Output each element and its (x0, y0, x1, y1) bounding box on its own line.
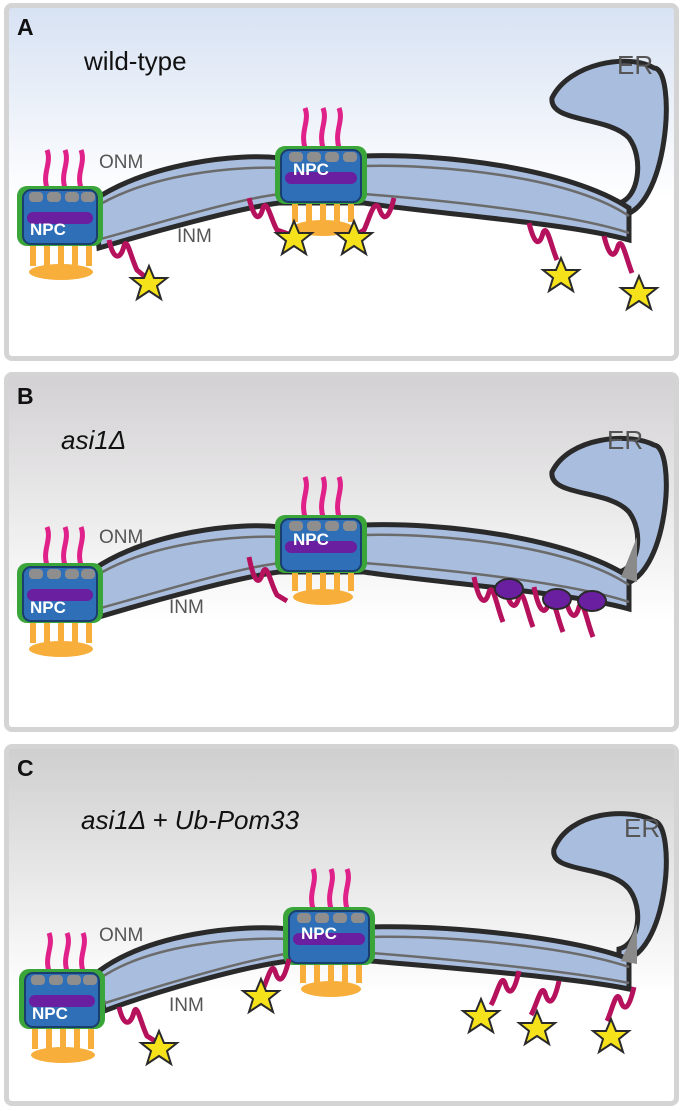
onm-line (98, 935, 630, 981)
er-fold (549, 435, 669, 588)
npc-label-c-left: NPC (32, 1004, 68, 1023)
er-label: ER (624, 813, 661, 843)
ubiquitin-star-5 (618, 273, 660, 312)
panel-b-diagram (17, 435, 669, 657)
aggregate-blob-2 (542, 588, 572, 610)
ubiquitin-star-1 (138, 1028, 180, 1067)
ubiquitin-star-1 (128, 263, 170, 302)
onm-label: ONM (99, 527, 144, 548)
inm-label: INM (169, 597, 204, 618)
aggregate-blob-3 (577, 590, 607, 612)
inm-protein-3 (352, 197, 397, 239)
npc-label-c-mid: NPC (301, 924, 337, 943)
panel-a-diagram (17, 58, 669, 312)
npc-middle (283, 868, 375, 997)
npc-label-b-left: NPC (30, 598, 66, 617)
panel-label: C (17, 755, 34, 781)
inm-protein-1 (106, 239, 151, 282)
inm-protein-2 (246, 197, 295, 239)
npc-label-a-mid: NPC (293, 160, 329, 179)
ubiquitin-star-2 (273, 218, 315, 257)
inm-line (96, 192, 630, 242)
panel-title: wild-type (84, 46, 187, 76)
inm-protein-5 (604, 986, 637, 1023)
panel-label: B (17, 383, 34, 409)
inm-protein-3 (488, 970, 522, 1007)
ubiquitin-star-4 (516, 1008, 558, 1047)
inm-line (101, 951, 630, 1006)
inm-protein-4 (526, 222, 560, 261)
inm-protein-near-npc (246, 556, 289, 604)
npc-middle (275, 476, 367, 605)
ubiquitin-star-4 (540, 255, 582, 294)
ubiquitin-star-5 (590, 1016, 632, 1055)
onm-line (93, 533, 630, 587)
panel-c-diagram (19, 811, 669, 1067)
panel-b: B asi1Δ ER ONM INM (4, 372, 679, 732)
inm-protein-1 (116, 1006, 157, 1044)
inm-label: INM (169, 995, 204, 1016)
aggregate-blob-1 (494, 578, 524, 600)
onm-label: ONM (99, 925, 144, 946)
nuclear-envelope (96, 924, 632, 1015)
npc-middle (275, 107, 367, 236)
inm-protein-5 (601, 235, 635, 274)
panel-title: asi1Δ + Ub-Pom33 (81, 805, 300, 835)
npc-label-b-mid: NPC (293, 530, 329, 549)
onm-label: ONM (99, 152, 144, 173)
ubiquitin-star-3 (333, 218, 375, 257)
inm-label: INM (177, 226, 212, 247)
er-shadow (621, 924, 637, 964)
panel-a: A wild-type ER ONM INM (4, 3, 679, 361)
npc-left (17, 526, 103, 657)
ubiquitin-star-3 (460, 996, 502, 1035)
panel-c: C asi1Δ + Ub-Pom33 ER ONM INM (4, 744, 679, 1106)
er-fold (551, 811, 669, 964)
ubiquitin-star-2 (240, 976, 282, 1015)
er-fold (549, 58, 669, 219)
onm-line (93, 164, 630, 218)
er-shadow (621, 537, 637, 582)
er-label: ER (607, 425, 644, 455)
npc-left (19, 932, 105, 1063)
panel-label: A (17, 14, 34, 40)
inm-protein-4 (528, 980, 562, 1017)
npc-label-a-left: NPC (30, 220, 66, 239)
npc-left (17, 149, 103, 280)
panel-title: asi1Δ (61, 425, 127, 455)
er-label: ER (617, 50, 654, 80)
